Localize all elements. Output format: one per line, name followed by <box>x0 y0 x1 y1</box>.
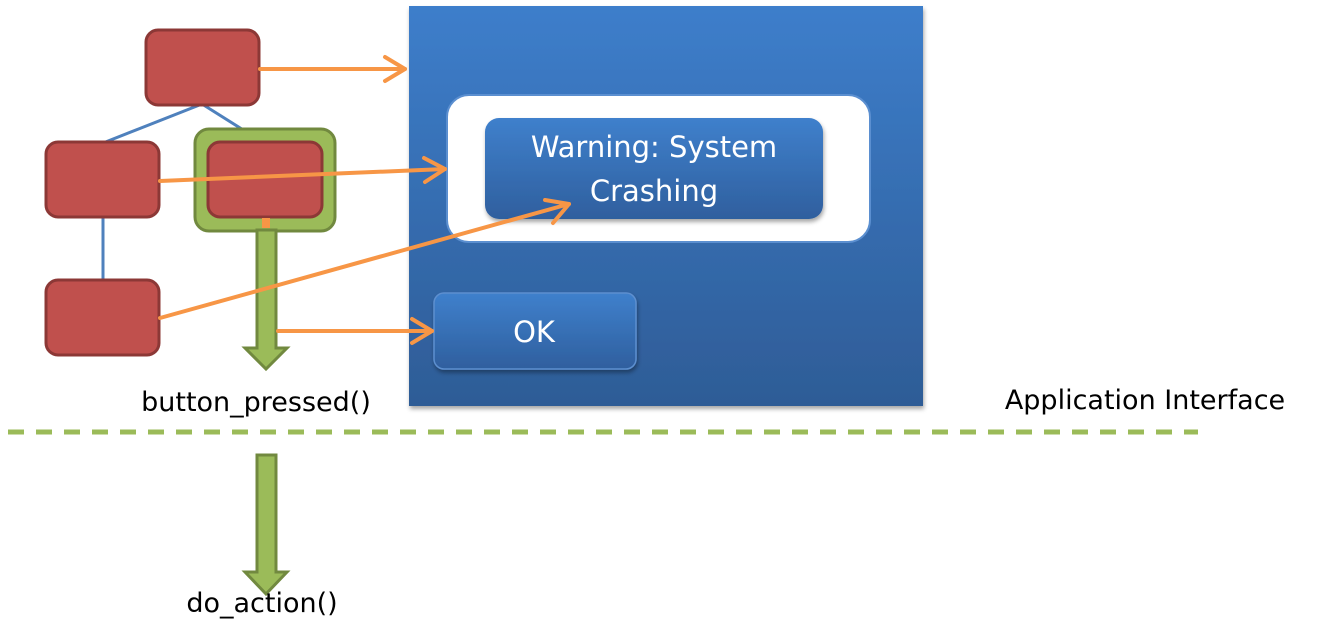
arrowhead-icon <box>422 156 447 184</box>
mapping-arrows <box>158 55 571 345</box>
ok-button[interactable]: OK <box>433 292 637 370</box>
connector-stub <box>262 218 270 228</box>
mapping-arrow-root-window <box>258 55 407 83</box>
event-arrow-upper <box>241 218 291 372</box>
widget-node-left-child[interactable] <box>44 140 161 219</box>
ok-button-label[interactable]: OK <box>513 315 556 349</box>
event-label-do-action: do_action() <box>186 588 337 619</box>
event-arrow-lower <box>241 453 291 597</box>
application-window: Warning: System Crashing OK <box>409 6 923 406</box>
message-label-box <box>485 118 823 219</box>
mapping-arrow-left-child-panel <box>158 156 447 184</box>
down-arrow-icon <box>241 228 291 372</box>
arrowhead-icon <box>543 198 571 225</box>
layer-label-application-interface: Application Interface <box>1005 385 1285 416</box>
widget-node-left-grandchild[interactable] <box>44 278 161 357</box>
mapping-arrow-grandchild-label <box>158 198 571 320</box>
widget-node-root[interactable] <box>144 28 261 107</box>
arrowhead-icon <box>410 317 434 345</box>
tree-edge-root-left <box>102 102 203 145</box>
widget-tree <box>44 28 324 357</box>
message-text-line2: Crashing <box>590 174 718 208</box>
message-text-line1: Warning: System <box>531 130 777 164</box>
arrowhead-icon <box>383 55 407 83</box>
mapping-arrow-right-child-ok <box>276 317 434 345</box>
event-label-button-pressed: button_pressed() <box>141 387 371 418</box>
